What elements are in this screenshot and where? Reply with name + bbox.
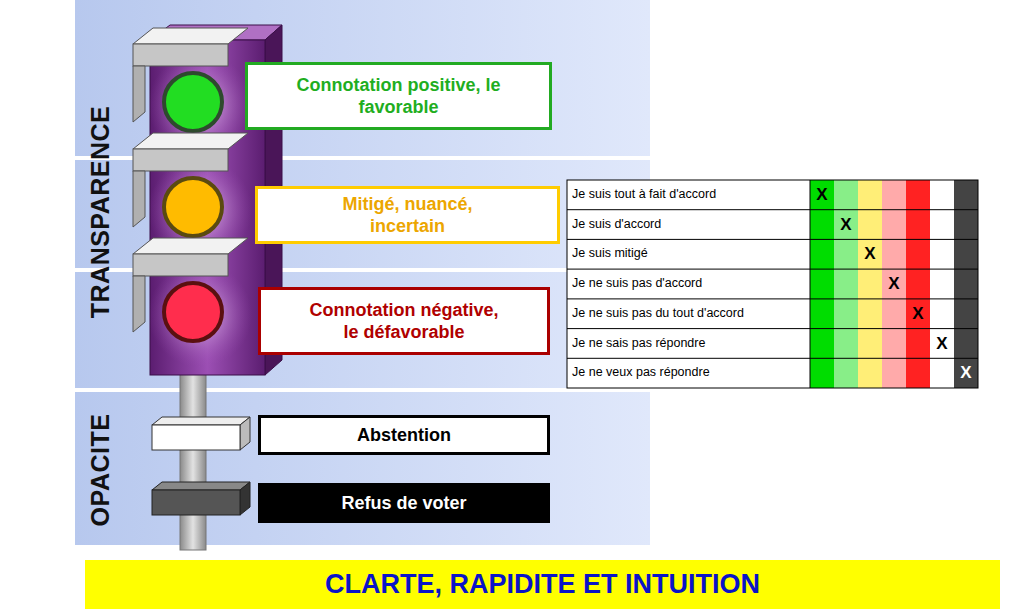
block-top xyxy=(152,482,250,490)
box-text: Connotation négative, le défavorable xyxy=(302,299,507,343)
table-rule xyxy=(810,180,811,388)
hood-front xyxy=(133,44,228,66)
hood xyxy=(133,238,248,332)
table-cell: Je ne veux pas répondre xyxy=(572,358,710,388)
glow xyxy=(148,263,252,367)
box-text: Mitigé, nuancé, incertain xyxy=(305,193,510,237)
red-lens xyxy=(164,283,222,341)
hood-top xyxy=(133,238,248,254)
caption: CLARTE, RAPIDITE ET INTUITION xyxy=(85,560,1000,609)
table-column xyxy=(834,180,858,388)
table-rule xyxy=(567,209,978,210)
block-side xyxy=(240,482,250,515)
table-column xyxy=(858,180,882,388)
section-label: TRANSPARENCE xyxy=(86,106,115,319)
yellow-lens xyxy=(164,178,222,236)
block-side xyxy=(240,417,250,450)
table-column xyxy=(930,180,954,388)
hood-top xyxy=(133,133,248,149)
table-column xyxy=(810,180,834,388)
defavorable-box: Connotation négative, le défavorable xyxy=(258,287,550,355)
vote-mark: X xyxy=(858,239,882,269)
table-grid xyxy=(567,180,978,388)
white-block xyxy=(152,417,250,450)
table-column xyxy=(906,180,930,388)
box-text: Refus de voter xyxy=(341,492,466,514)
table-cell: Je ne suis pas du tout d'accord xyxy=(572,299,744,329)
block-front xyxy=(152,490,240,515)
block-front xyxy=(152,425,240,450)
table-label-column xyxy=(567,180,810,388)
vote-mark: X xyxy=(954,358,978,388)
hood-flap xyxy=(133,276,145,332)
table-rule xyxy=(567,239,978,240)
band xyxy=(75,0,650,156)
hood-flap xyxy=(133,66,145,122)
refus-box: Refus de voter xyxy=(258,483,550,523)
vote-mark: X xyxy=(882,269,906,299)
abstention-box: Abstention xyxy=(258,415,550,455)
vote-table xyxy=(567,180,978,388)
table-column xyxy=(954,180,978,388)
hood xyxy=(133,28,248,122)
box-text: Abstention xyxy=(357,424,451,446)
vote-mark: X xyxy=(834,210,858,240)
favorable-box: Connotation positive, le favorable xyxy=(245,62,552,130)
table-rule xyxy=(567,269,978,270)
table-column xyxy=(882,180,906,388)
mitige-box: Mitigé, nuancé, incertain xyxy=(255,186,560,244)
hood-top xyxy=(133,28,248,44)
table-cell: Je ne suis pas d'accord xyxy=(572,269,702,299)
hood xyxy=(133,133,248,227)
hood-flap xyxy=(133,171,145,227)
table-rule xyxy=(567,328,978,329)
background-bands xyxy=(75,0,650,545)
vote-mark: X xyxy=(930,329,954,359)
table-rule xyxy=(567,298,978,299)
vote-mark: X xyxy=(810,180,834,210)
table-cell: Je suis d'accord xyxy=(572,210,661,240)
table-cell: Je suis tout à fait d'accord xyxy=(572,180,716,210)
table-rule xyxy=(567,358,978,359)
dark-block xyxy=(152,482,250,515)
vote-mark: X xyxy=(906,299,930,329)
green-lens xyxy=(164,73,222,131)
section-label: OPACITE xyxy=(86,414,115,527)
table-border xyxy=(567,180,978,388)
caption-bar xyxy=(85,560,1000,609)
hood-front xyxy=(133,149,228,171)
hood-front xyxy=(133,254,228,276)
band xyxy=(75,392,650,545)
block-top xyxy=(152,417,250,425)
table-cell: Je suis mitigé xyxy=(572,239,648,269)
pole xyxy=(180,370,206,550)
box-text: Connotation positive, le favorable xyxy=(296,74,501,118)
table-cell: Je ne sais pas répondre xyxy=(572,329,705,359)
